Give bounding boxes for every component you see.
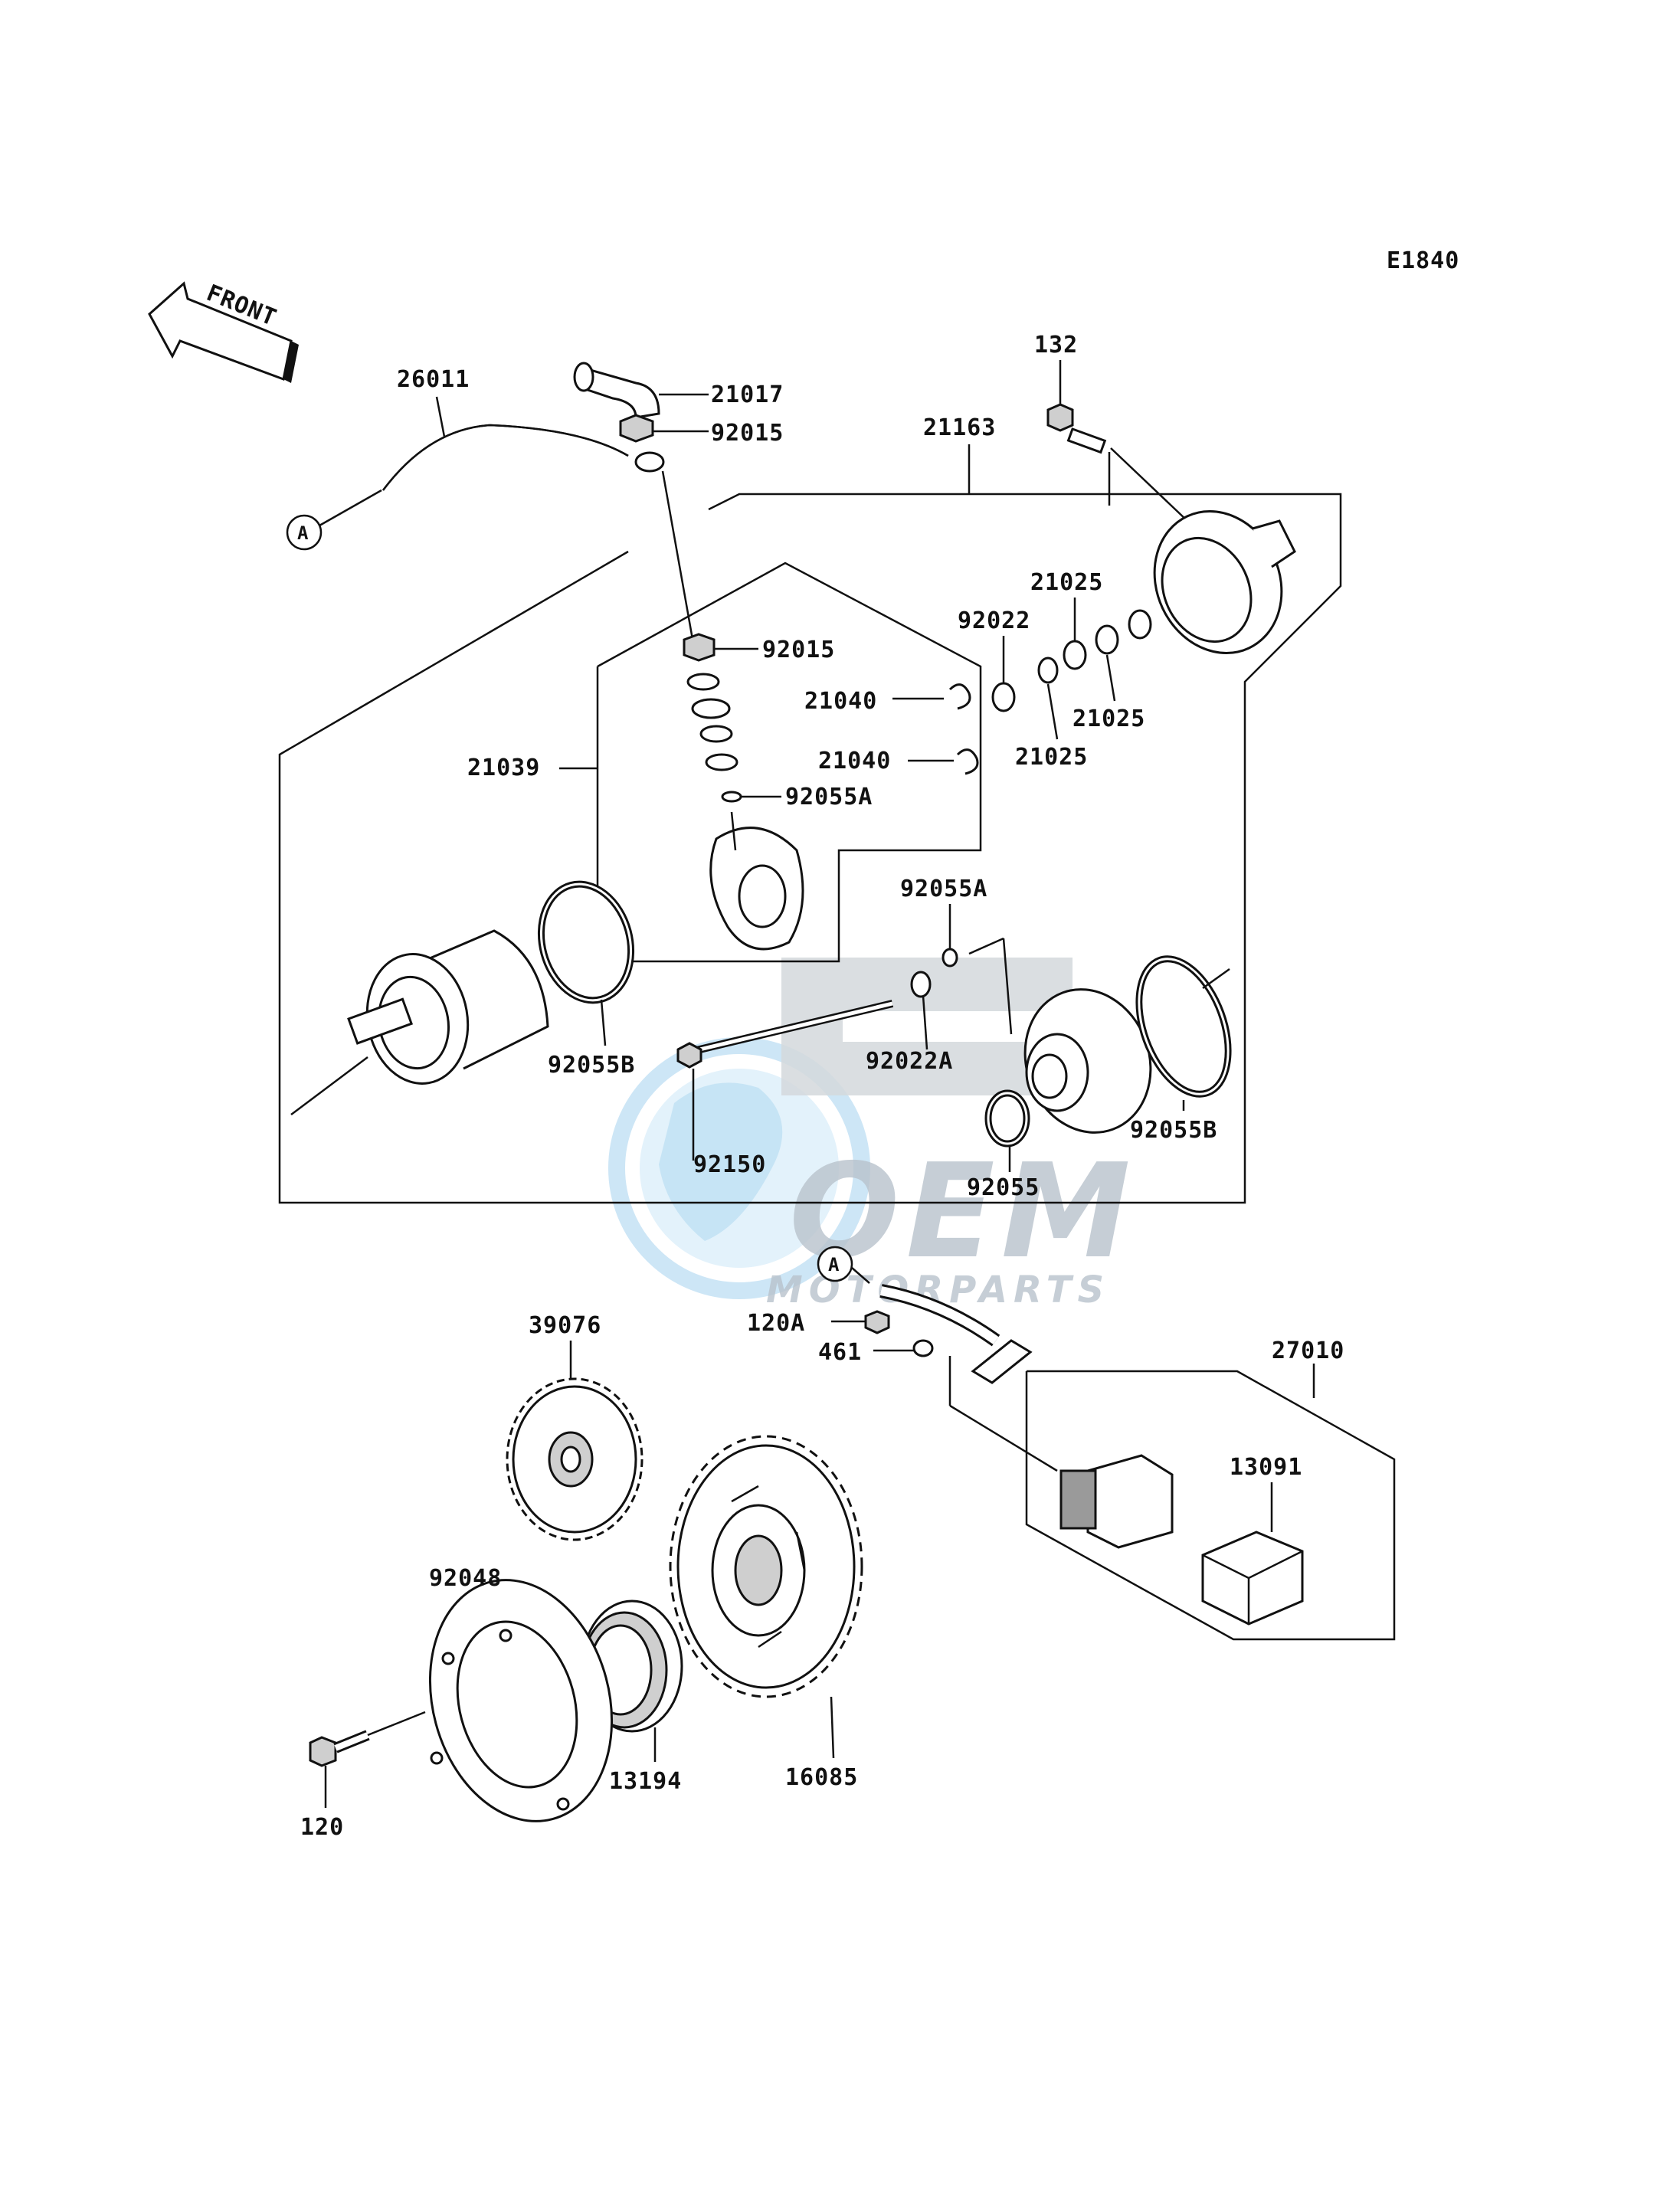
battery-cable-26011	[313, 396, 665, 530]
label-120A: 120A	[747, 1310, 805, 1337]
label-21040-bottom: 21040	[818, 748, 891, 774]
label-92055A-upper: 92055A	[785, 784, 873, 810]
terminal-cap-21017	[573, 362, 709, 419]
clutch-holder-92048	[428, 1579, 614, 1822]
starter-motor-yoke	[290, 929, 549, 1115]
relay-cover-13091	[1201, 1482, 1304, 1626]
washer-461	[873, 1339, 1058, 1472]
o-ring-92055	[984, 1089, 1030, 1172]
ref-marker-a-lower: A	[817, 1246, 870, 1284]
label-21025-bottom: 21025	[1015, 744, 1088, 771]
front-direction-arrow: FRONT	[148, 280, 299, 383]
label-21039: 21039	[467, 755, 540, 781]
starter-relay-27010	[1059, 1364, 1315, 1549]
idle-gear-39076	[506, 1341, 644, 1541]
brush-springs-21040	[892, 683, 979, 775]
watermark-logo: OEM MOTORPARTS	[608, 958, 1131, 1311]
ref-marker-a-top: A	[286, 514, 323, 551]
label-13194: 13194	[609, 1768, 682, 1795]
label-21025-right: 21025	[1073, 706, 1145, 732]
part-labels: 26011 21017 92015 132 21163 21025 92022 …	[300, 332, 1344, 1841]
end-cover-21163	[968, 444, 1296, 654]
o-ring-92055B-left	[537, 880, 635, 1046]
label-26011: 26011	[397, 366, 470, 393]
label-461: 461	[818, 1339, 862, 1366]
assembly-outlines	[278, 493, 1396, 1641]
label-92022: 92022	[958, 607, 1030, 634]
label-92055B-right: 92055B	[1130, 1117, 1217, 1144]
o-ring-92055A-lower	[942, 904, 958, 968]
label-120: 120	[300, 1814, 344, 1841]
terminal-stack	[683, 633, 781, 803]
label-92055: 92055	[967, 1174, 1040, 1201]
front-housing	[1023, 988, 1152, 1134]
label-92015-mid: 92015	[762, 637, 835, 663]
o-ring-92055B-right	[1135, 955, 1232, 1111]
brush-holder-21039	[559, 767, 804, 951]
label-132: 132	[1034, 332, 1078, 359]
diagram-code: E1840	[1387, 247, 1459, 274]
label-39076: 39076	[529, 1312, 601, 1339]
label-21025-top: 21025	[1030, 569, 1103, 596]
label-16085: 16085	[785, 1764, 858, 1791]
label-92150: 92150	[693, 1151, 766, 1178]
label-13091: 13091	[1230, 1454, 1302, 1481]
bolt-120A	[831, 1310, 890, 1334]
label-92055B-left: 92055B	[548, 1052, 635, 1079]
label-92022A: 92022A	[866, 1048, 953, 1075]
label-21163: 21163	[923, 414, 996, 441]
label-92048: 92048	[429, 1565, 502, 1592]
label-27010: 27010	[1272, 1338, 1344, 1364]
ref-marker-a-top-text: A	[297, 522, 309, 544]
ref-marker-a-lower-text: A	[828, 1254, 840, 1275]
clutch-gear-16085	[669, 1435, 863, 1759]
through-bolt-92150	[676, 1000, 894, 1161]
label-92055A-lower: 92055A	[900, 876, 987, 902]
label-92015-top: 92015	[711, 420, 784, 447]
bolt-132	[1046, 360, 1188, 522]
label-21040-top: 21040	[804, 688, 877, 715]
nut-92015-top	[619, 414, 709, 443]
relay-cable	[879, 1284, 1033, 1384]
bolt-120	[309, 1711, 426, 1808]
label-21017: 21017	[711, 381, 784, 408]
washer-set	[991, 598, 1152, 740]
washer-92022A	[910, 971, 932, 1050]
